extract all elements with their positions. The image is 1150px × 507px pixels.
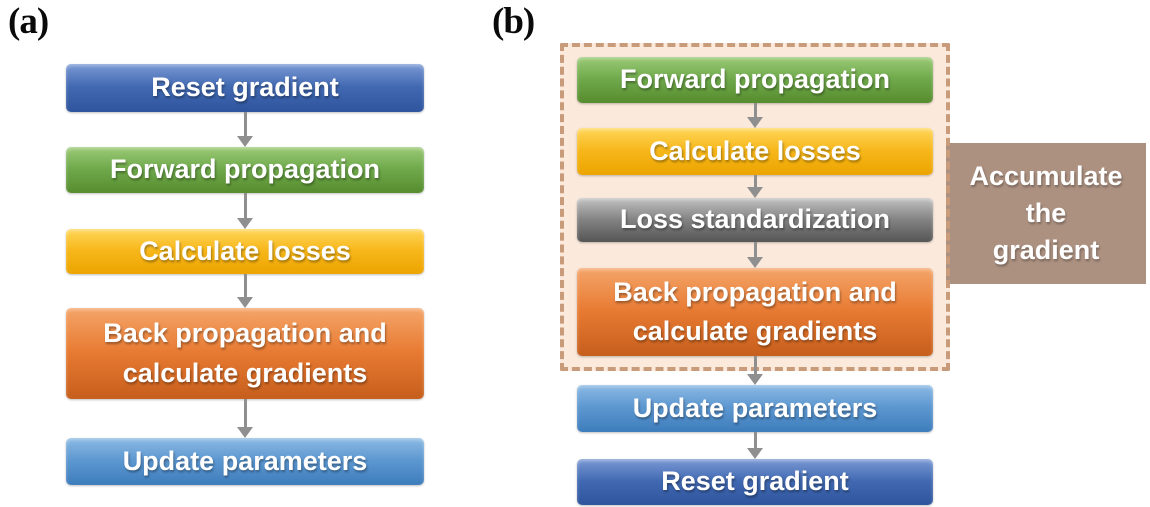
down-arrow-icon <box>237 274 253 308</box>
down-arrow-icon <box>747 432 763 459</box>
down-arrow-icon <box>237 112 253 147</box>
down-arrow-icon <box>747 103 763 128</box>
accumulate-gradient-annotation: Accumulate the gradient <box>946 143 1146 284</box>
down-arrow-icon <box>747 242 763 268</box>
step-forward-propagation-a: Forward propagation <box>66 147 424 193</box>
step-forward-propagation-b: Forward propagation <box>577 57 933 103</box>
step-back-propagation-b: Back propagation and calculate gradients <box>577 268 933 356</box>
panel-b-label: (b) <box>492 1 535 42</box>
down-arrow-icon <box>237 399 253 438</box>
step-reset-gradient-a: Reset gradient <box>66 64 424 112</box>
down-arrow-icon <box>747 175 763 198</box>
panel-a-label: (a) <box>8 1 49 42</box>
step-calculate-losses-b: Calculate losses <box>577 128 933 175</box>
step-loss-standardization-b: Loss standardization <box>577 198 933 242</box>
down-arrow-icon <box>237 193 253 229</box>
step-calculate-losses-a: Calculate losses <box>66 229 424 274</box>
down-arrow-icon <box>747 356 763 385</box>
step-update-parameters-b: Update parameters <box>577 385 933 432</box>
step-back-propagation-a: Back propagation and calculate gradients <box>66 308 424 399</box>
step-update-parameters-a: Update parameters <box>66 438 424 485</box>
step-reset-gradient-b: Reset gradient <box>577 459 933 505</box>
